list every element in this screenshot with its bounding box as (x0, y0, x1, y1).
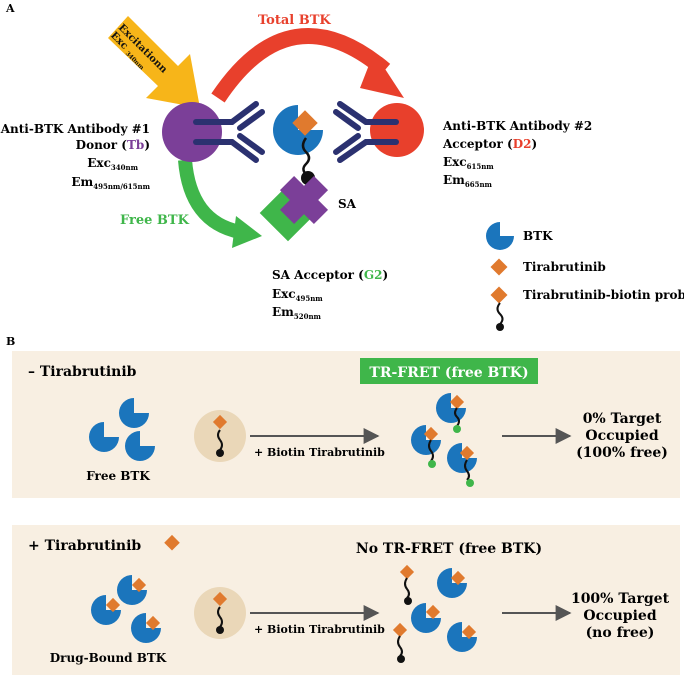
donor-em-sub: 495nm/615nm (93, 182, 150, 191)
free-btk-arrowhead (232, 216, 262, 248)
acceptor-exc: Exc (443, 155, 467, 169)
panel-b-top-box (12, 351, 680, 498)
bottom-result-line1: 100% Target (571, 591, 670, 607)
svg-text:Acceptor (D2): Acceptor (D2) (442, 137, 537, 151)
svg-text:Exc340nm: Exc340nm (87, 156, 138, 172)
legend-tirabrutinib-icon (490, 258, 508, 276)
bottom-result-line2: Occupied (583, 608, 656, 624)
bottom-result: 100% Target Occupied (no free) (571, 591, 670, 641)
acceptor-exc-sub: 615nm (467, 162, 495, 171)
sa-acceptor-exc-sub: 495nm (296, 294, 324, 303)
bottom-bound-btk-3 (447, 622, 477, 652)
donor-line2-prefix: Donor ( (76, 138, 128, 152)
donor-text-block: Anti-BTK Antibody #1 Donor (Tb) Exc340nm… (0, 122, 151, 191)
central-btk-icon (273, 105, 323, 155)
legend-probe-label: Tirabrutinib-biotin probe (523, 288, 684, 302)
top-result-line1: 0% Target (583, 411, 662, 427)
sa-acceptor-em: Em (272, 305, 294, 319)
central-tirabrutinib-icon (292, 110, 318, 136)
donor-em: Em (71, 175, 93, 189)
acceptor-em: Em (443, 173, 465, 187)
legend-probe-icon (490, 286, 508, 304)
free-btk-caption: Free BTK (86, 469, 150, 483)
sa-acceptor-suffix: ) (382, 268, 388, 282)
acceptor-tag: D2 (513, 137, 532, 151)
bottom-title: + Tirabrutinib (28, 538, 141, 554)
antibody-1-icon (193, 101, 265, 163)
free-probe-1 (399, 564, 415, 605)
total-btk-arrow (211, 27, 391, 103)
acceptor-d2-circle (370, 103, 424, 157)
bottom-header: No TR-FRET (free BTK) (356, 541, 542, 557)
donor-line1: Anti-BTK Antibody #1 (0, 122, 150, 136)
legend-probe-dot (496, 323, 504, 331)
top-probe-dot (216, 449, 224, 457)
top-title: – Tirabrutinib (28, 364, 137, 380)
acceptor-line2-prefix: Acceptor ( (442, 137, 513, 151)
sa-acceptor-prefix: SA Acceptor ( (272, 268, 364, 282)
sa-cross-icon (279, 175, 329, 225)
bottom-bound-btk-2 (411, 603, 441, 633)
bottom-probe-linker (217, 606, 223, 628)
svg-text:Exc615nm: Exc615nm (443, 155, 494, 171)
donor-tag: Tb (127, 138, 144, 152)
total-btk-label: Total BTK (258, 13, 331, 28)
drug-bound-btk-1 (117, 575, 147, 605)
top-bound-btk-1 (436, 393, 466, 433)
svg-text:SA Acceptor (G2): SA Acceptor (G2) (272, 268, 388, 282)
sa-acceptor-exc: Exc (272, 287, 296, 301)
tr-fret-badge-text: TR-FRET (free BTK) (369, 365, 528, 381)
drug-bound-btk-2 (91, 595, 121, 625)
svg-text:Em495nm/615nm: Em495nm/615nm (71, 175, 150, 191)
top-probe-circle (194, 410, 246, 462)
free-btk-label: Free BTK (120, 213, 190, 228)
excitation-arrow: Excitationn Exc 340nm (108, 16, 200, 108)
total-btk-arrowhead (360, 52, 404, 98)
sa-acceptor-em-sub: 520nm (294, 312, 322, 321)
top-probe-linker (217, 429, 223, 451)
free-btk-arrow (178, 159, 242, 239)
legend-btk-icon (486, 222, 514, 250)
acceptor-text-block: Anti-BTK Antibody #2 Acceptor (D2) Exc61… (442, 119, 592, 189)
antibody-2-icon (333, 101, 399, 163)
svg-text:Donor (Tb): Donor (Tb) (76, 138, 150, 152)
top-bound-btk-3 (447, 443, 477, 487)
donor-tb-circle (162, 102, 222, 162)
top-arrow-label: + Biotin Tirabrutinib (254, 446, 385, 459)
top-result-line3: (100% free) (576, 445, 668, 461)
free-probe-2 (392, 622, 408, 663)
tr-fret-badge (360, 358, 538, 384)
top-probe-diamond (212, 414, 228, 430)
legend-tirabrutinib-label: Tirabrutinib (523, 260, 606, 274)
drug-bound-btk-3 (131, 613, 161, 643)
top-result: 0% Target Occupied (100% free) (576, 411, 668, 461)
sa-label: SA (338, 197, 357, 211)
panel-b-label: B (6, 335, 15, 348)
sa-acceptor-tag: G2 (364, 268, 383, 282)
svg-text:Exc495nm: Exc495nm (272, 287, 323, 303)
top-result-line2: Occupied (585, 428, 658, 444)
top-bound-btk-2 (411, 425, 441, 468)
legend-probe-linker (496, 302, 504, 325)
bottom-result-line3: (no free) (586, 625, 655, 641)
acceptor-line1: Anti-BTK Antibody #2 (442, 119, 592, 133)
svg-text:Em665nm: Em665nm (443, 173, 493, 189)
central-biotin-linker (301, 137, 311, 177)
bottom-bound-btk-1 (437, 568, 467, 598)
acceptor-line2-suffix: ) (531, 137, 537, 151)
drug-bound-caption: Drug-Bound BTK (50, 651, 167, 665)
bottom-probe-diamond (212, 591, 228, 607)
donor-exc: Exc (87, 156, 111, 170)
svg-text:Em520nm: Em520nm (272, 305, 322, 321)
legend-btk-label: BTK (523, 229, 553, 243)
bottom-arrow-label: + Biotin Tirabrutinib (254, 623, 385, 636)
acceptor-em-sub: 665nm (465, 180, 493, 189)
donor-exc-sub: 340nm (111, 163, 139, 172)
donor-line2-suffix: ) (144, 138, 150, 152)
panel-a-label: A (5, 2, 15, 15)
sa-acceptor-text-block: SA Acceptor (G2) Exc495nm Em520nm (272, 268, 388, 321)
bottom-probe-dot (216, 626, 224, 634)
bottom-probe-circle (194, 587, 246, 639)
legend: BTK Tirabrutinib Tirabrutinib-biotin pro… (486, 222, 684, 331)
